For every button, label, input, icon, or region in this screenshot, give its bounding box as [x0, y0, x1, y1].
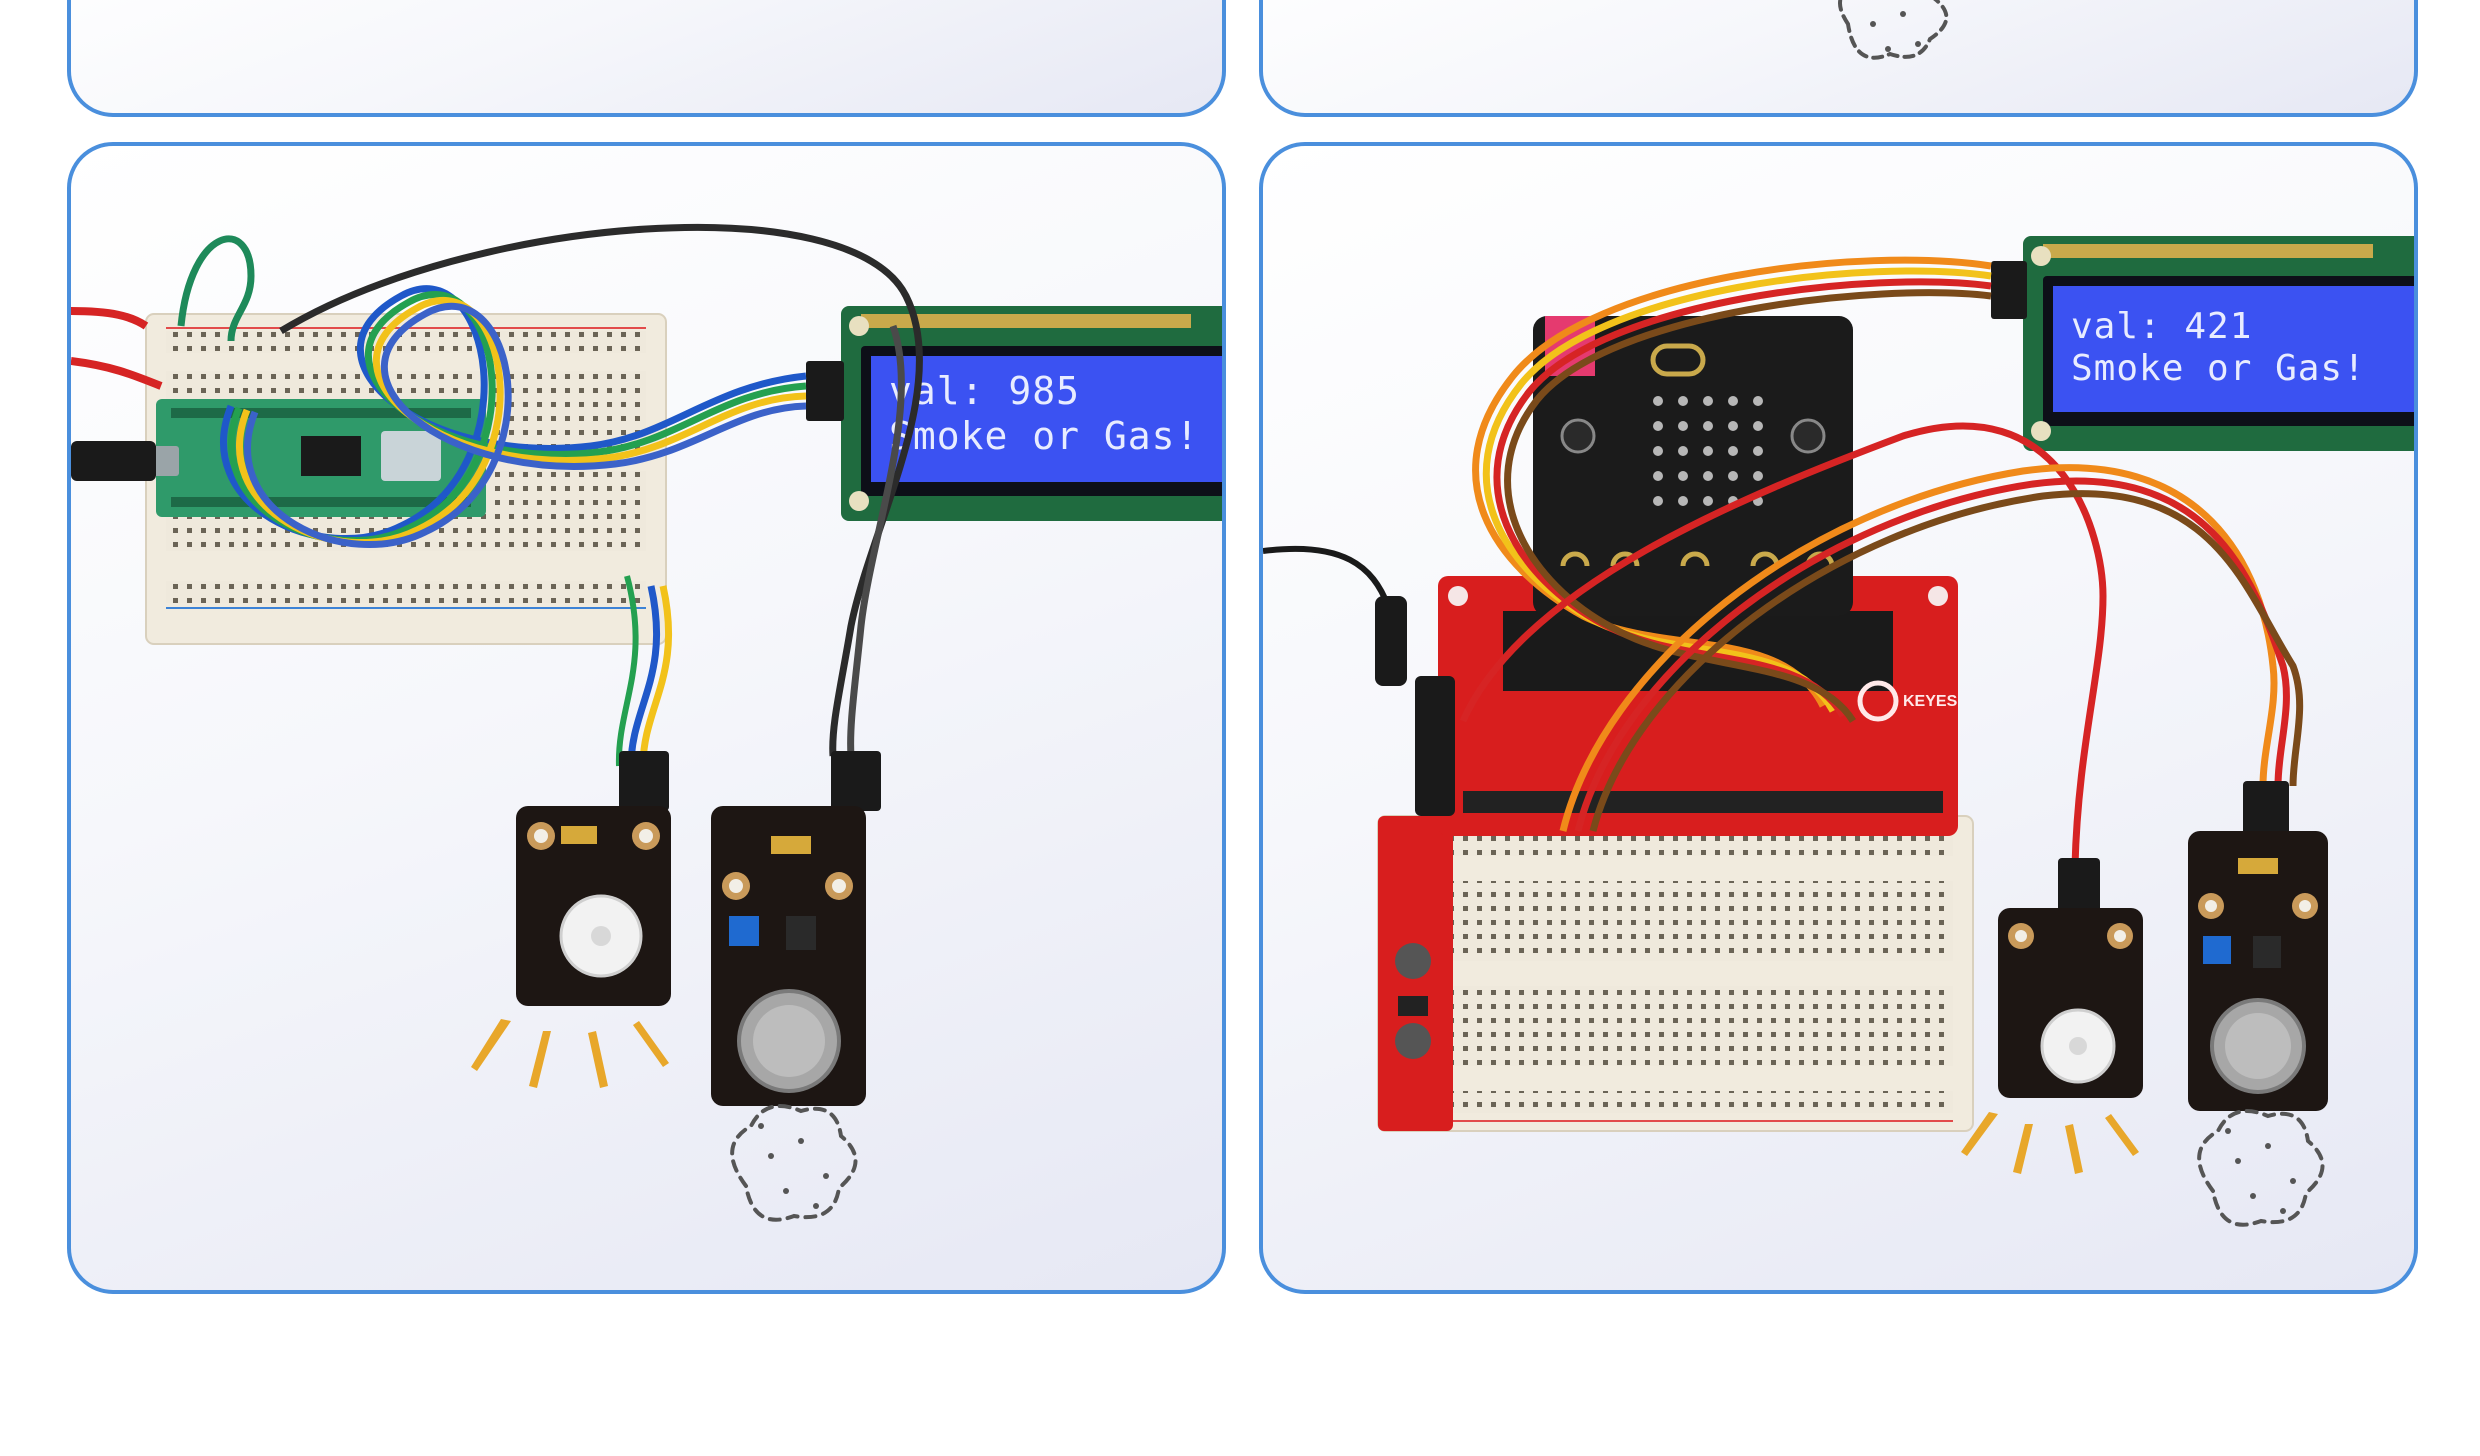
- lcd-line-1: val: 421: [2071, 306, 2252, 347]
- buzzer-module: [516, 751, 671, 1006]
- microbit-shield: KEYES: [1415, 576, 1958, 836]
- smoke-cloud-icon: [2197, 1109, 2325, 1227]
- microbit-setup-panel: KEYES: [1259, 142, 2418, 1294]
- buzzer-module: [1998, 858, 2143, 1098]
- lcd-line-2: Smoke or Gas!: [2071, 348, 2366, 389]
- ribbon-cable: [220, 285, 807, 549]
- lcd-display: val: 421 Smoke or Gas!: [2023, 236, 2414, 451]
- lcd-display: val: 985 Smoke or Gas!: [841, 306, 1222, 521]
- pico-setup-panel: val: 985 Smoke or Gas!: [67, 142, 1226, 1294]
- smoke-cloud-icon: [730, 1104, 858, 1222]
- gas-sensor-module: [711, 751, 881, 1106]
- smoke-cloud-icon: [1838, 0, 1949, 60]
- sound-wave-icon: [471, 1019, 669, 1088]
- svg-text:KEYES: KEYES: [1903, 693, 1958, 710]
- breadboard: [1377, 815, 1974, 1132]
- lcd-line-2: Smoke or Gas!: [889, 414, 1199, 458]
- sensor-wires: [1459, 422, 2304, 867]
- top-left-panel: [67, 0, 1226, 117]
- top-right-panel: [1259, 0, 2418, 117]
- gas-sensor-module: [2188, 781, 2328, 1111]
- sound-wave-icon: [1961, 1112, 2139, 1174]
